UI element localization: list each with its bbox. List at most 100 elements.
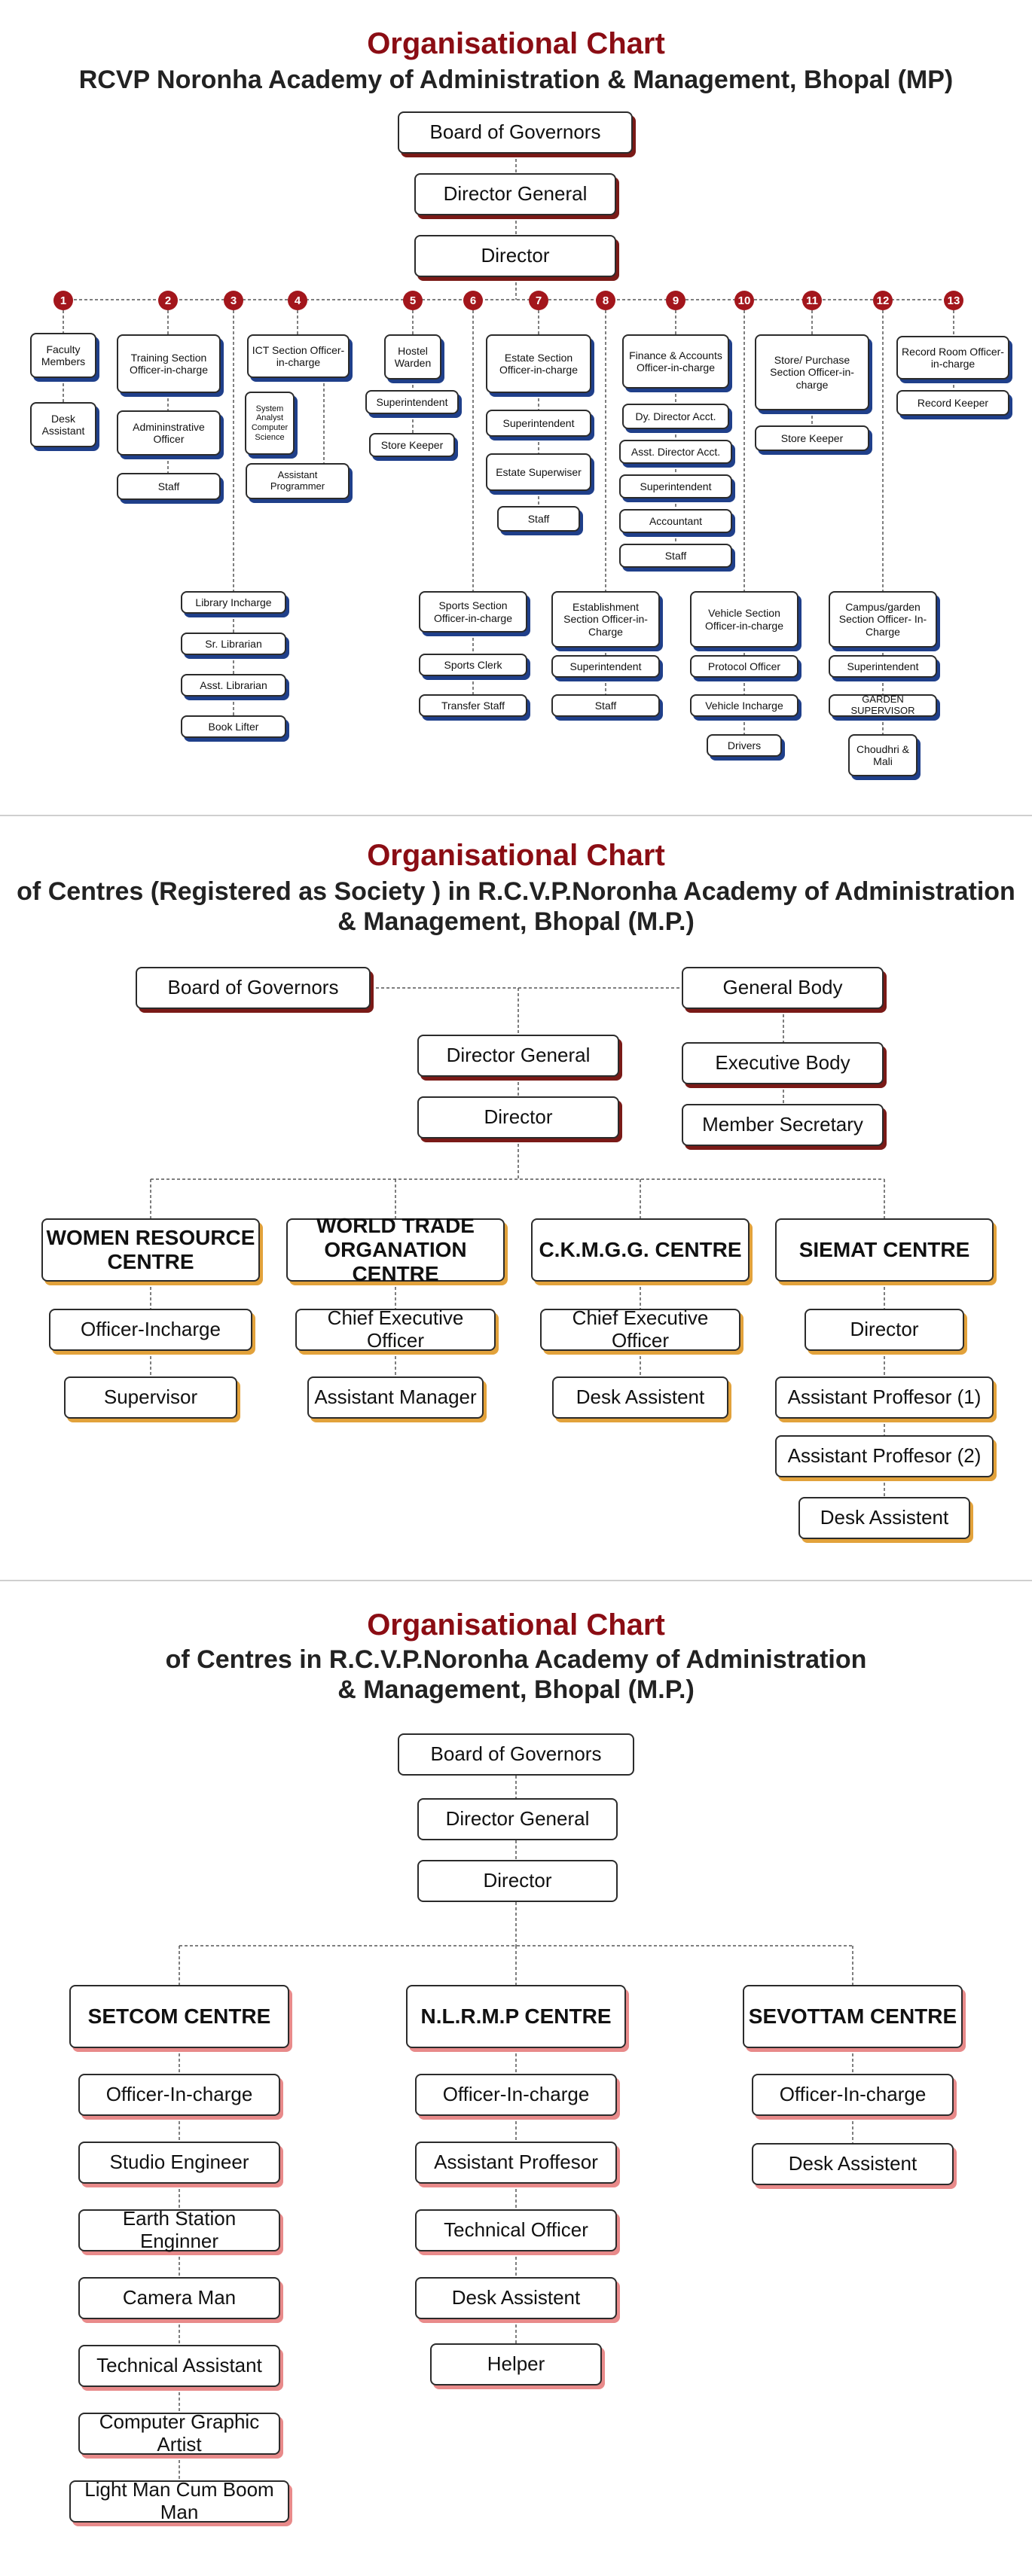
box-nlrmp-officer: Officer-In-charge [415, 2074, 617, 2116]
chart3-subtitle-line2: & Management, Bhopal (M.P.) [337, 1675, 695, 1704]
box-accountant: Accountant [619, 509, 732, 533]
badge-11: 11 [802, 291, 822, 310]
badge-7: 7 [529, 291, 548, 310]
box-technical-assistant: Technical Assistant [78, 2345, 280, 2387]
box-executive-body: Executive Body [682, 1042, 884, 1084]
box-asst-director-acct: Asst. Director Acct. [619, 440, 732, 464]
box-siemat-director: Director [805, 1309, 964, 1351]
box-establishment-section: Establishment Section Officer-in-Charge [551, 591, 660, 648]
box-finance-accounts: Finance & Accounts Officer-in-charge [622, 334, 729, 389]
box-system-analyst: System Analyst Computer Science [245, 392, 295, 455]
box-technical-officer: Technical Officer [415, 2209, 617, 2251]
box-estate-superwiser: Estate Superwiser [486, 453, 591, 491]
chart2-section: Organisational Chart of Centres (Registe… [0, 816, 1032, 1580]
box-administrative-officer: Admininstrative Officer [117, 410, 221, 456]
chart1-connectors [63, 154, 954, 734]
box-finance-staff: Staff [619, 544, 732, 568]
box-vehicle-section: Vehicle Section Officer-in-charge [690, 591, 798, 648]
box-vehicle-incharge: Vehicle Incharge [690, 694, 798, 717]
box-light-man: Light Man Cum Boom Man [69, 2478, 289, 2523]
box-sports-section: Sports Section Officer-in-charge [419, 591, 527, 633]
badge-4: 4 [288, 291, 307, 310]
box-helper: Helper [430, 2343, 602, 2385]
box-hostel-store-keeper: Store Keeper [369, 433, 455, 457]
box-director: Director [417, 1096, 619, 1139]
box-sevottam-centre: SEVOTTAM CENTRE [743, 1985, 963, 2048]
separator-2 [0, 1580, 1032, 1581]
box-training-staff: Staff [117, 473, 221, 500]
box-estate-section: Estate Section Officer-in-charge [486, 334, 591, 393]
chart1-section: Organisational Chart RCVP Noronha Academ… [0, 0, 1032, 813]
chart2-subtitle-line1: of Centres (Registered as Society ) in R… [17, 877, 1015, 906]
box-nlrmp-centre: N.L.R.M.P CENTRE [406, 1985, 626, 2048]
badge-6: 6 [463, 291, 483, 310]
box-director: Director [417, 1860, 618, 1902]
box-director-general: Director General [417, 1798, 618, 1840]
chart2-title: Organisational Chart [367, 839, 665, 872]
box-desk-assistant: Desk Assistant [30, 402, 96, 447]
badge-3: 3 [224, 291, 243, 310]
box-asst-librarian: Asst. Librarian [181, 674, 286, 697]
box-siemat-centre: SIEMAT CENTRE [775, 1218, 994, 1282]
box-training-section: Training Section Officer-in-charge [117, 334, 221, 393]
box-camera-man: Camera Man [78, 2277, 280, 2319]
box-transfer-staff: Transfer Staff [419, 694, 527, 717]
separator-1 [0, 815, 1032, 816]
box-studio-engineer: Studio Engineer [78, 2142, 280, 2184]
box-library-incharge: Library Incharge [181, 591, 286, 614]
badge-10: 10 [734, 291, 754, 310]
box-faculty-members: Faculty Members [30, 333, 96, 378]
box-store-keeper: Store Keeper [755, 425, 869, 451]
box-finance-superintendent: Superintendent [619, 474, 732, 498]
box-estate-staff: Staff [497, 506, 580, 532]
box-women-supervisor: Supervisor [64, 1376, 237, 1419]
box-wto-assistant-manager: Assistant Manager [307, 1376, 484, 1419]
box-women-officer-incharge: Officer-Incharge [49, 1309, 252, 1351]
box-dy-director-acct: Dy. Director Acct. [622, 404, 729, 429]
box-garden-supervisor: GARDEN SUPERVISOR [829, 694, 937, 717]
box-establishment-staff: Staff [551, 694, 660, 717]
box-setcom-officer: Officer-In-charge [78, 2074, 280, 2116]
chart1-subtitle: RCVP Noronha Academy of Administration &… [78, 66, 954, 94]
box-member-secretary: Member Secretary [682, 1104, 884, 1146]
badge-2: 2 [158, 291, 178, 310]
box-establishment-superintendent: Superintendent [551, 655, 660, 678]
box-record-keeper: Record Keeper [896, 390, 1009, 416]
box-estate-superintendent: Superintendent [486, 410, 591, 437]
box-protocol-officer: Protocol Officer [690, 655, 798, 678]
chart1-title: Organisational Chart [367, 27, 665, 60]
box-choudhri-mali: Choudhri & Mali [848, 734, 918, 776]
box-drivers: Drivers [707, 734, 782, 757]
badge-8: 8 [596, 291, 615, 310]
box-assistant-proffesor: Assistant Proffesor [415, 2142, 617, 2184]
chart3-title: Organisational Chart [367, 1608, 665, 1642]
box-setcom-centre: SETCOM CENTRE [69, 1985, 289, 2048]
box-board-of-governors: Board of Governors [398, 1733, 634, 1776]
box-sports-clerk: Sports Clerk [419, 654, 527, 676]
box-computer-graphic-artist: Computer Graphic Artist [78, 2410, 280, 2456]
chart2-connectors [150, 987, 885, 1497]
box-ckmgg-ceo: Chief Executive Officer [540, 1306, 740, 1352]
box-wto-ceo: Chief Executive Officer [295, 1306, 496, 1352]
box-assistant-programmer: Assistant Programmer [246, 463, 350, 499]
box-world-trade-centre: WORLD TRADE ORGANATION CENTRE [286, 1214, 505, 1285]
badge-13: 13 [944, 291, 963, 310]
box-ckmgg-centre: C.K.M.G.G. CENTRE [531, 1218, 750, 1282]
chart3-subtitle-line1: of Centres in R.C.V.P.Noronha Academy of… [165, 1645, 867, 1674]
box-store-purchase: Store/ Purchase Section Officer-in-charg… [755, 334, 869, 410]
box-director-general: Director General [417, 1035, 619, 1077]
box-sevottam-officer: Officer-In-charge [752, 2074, 954, 2116]
box-sevottam-desk-assistent: Desk Assistent [752, 2143, 954, 2185]
box-sr-librarian: Sr. Librarian [181, 633, 286, 655]
box-board-of-governors: Board of Governors [398, 111, 633, 154]
box-ckmgg-desk-assistent: Desk Assistent [552, 1376, 728, 1419]
box-director: Director [414, 235, 616, 277]
badge-12: 12 [873, 291, 893, 310]
box-siemat-asst-prof-2: Assistant Proffesor (2) [775, 1435, 994, 1477]
box-siemat-desk-assistent: Desk Assistent [798, 1497, 970, 1539]
box-general-body: General Body [682, 967, 884, 1009]
box-campus-garden: Campus/garden Section Officer- In- Charg… [829, 591, 937, 648]
badge-5: 5 [403, 291, 423, 310]
box-nlrmp-desk-assistent: Desk Assistent [415, 2277, 617, 2319]
badge-9: 9 [666, 291, 685, 310]
